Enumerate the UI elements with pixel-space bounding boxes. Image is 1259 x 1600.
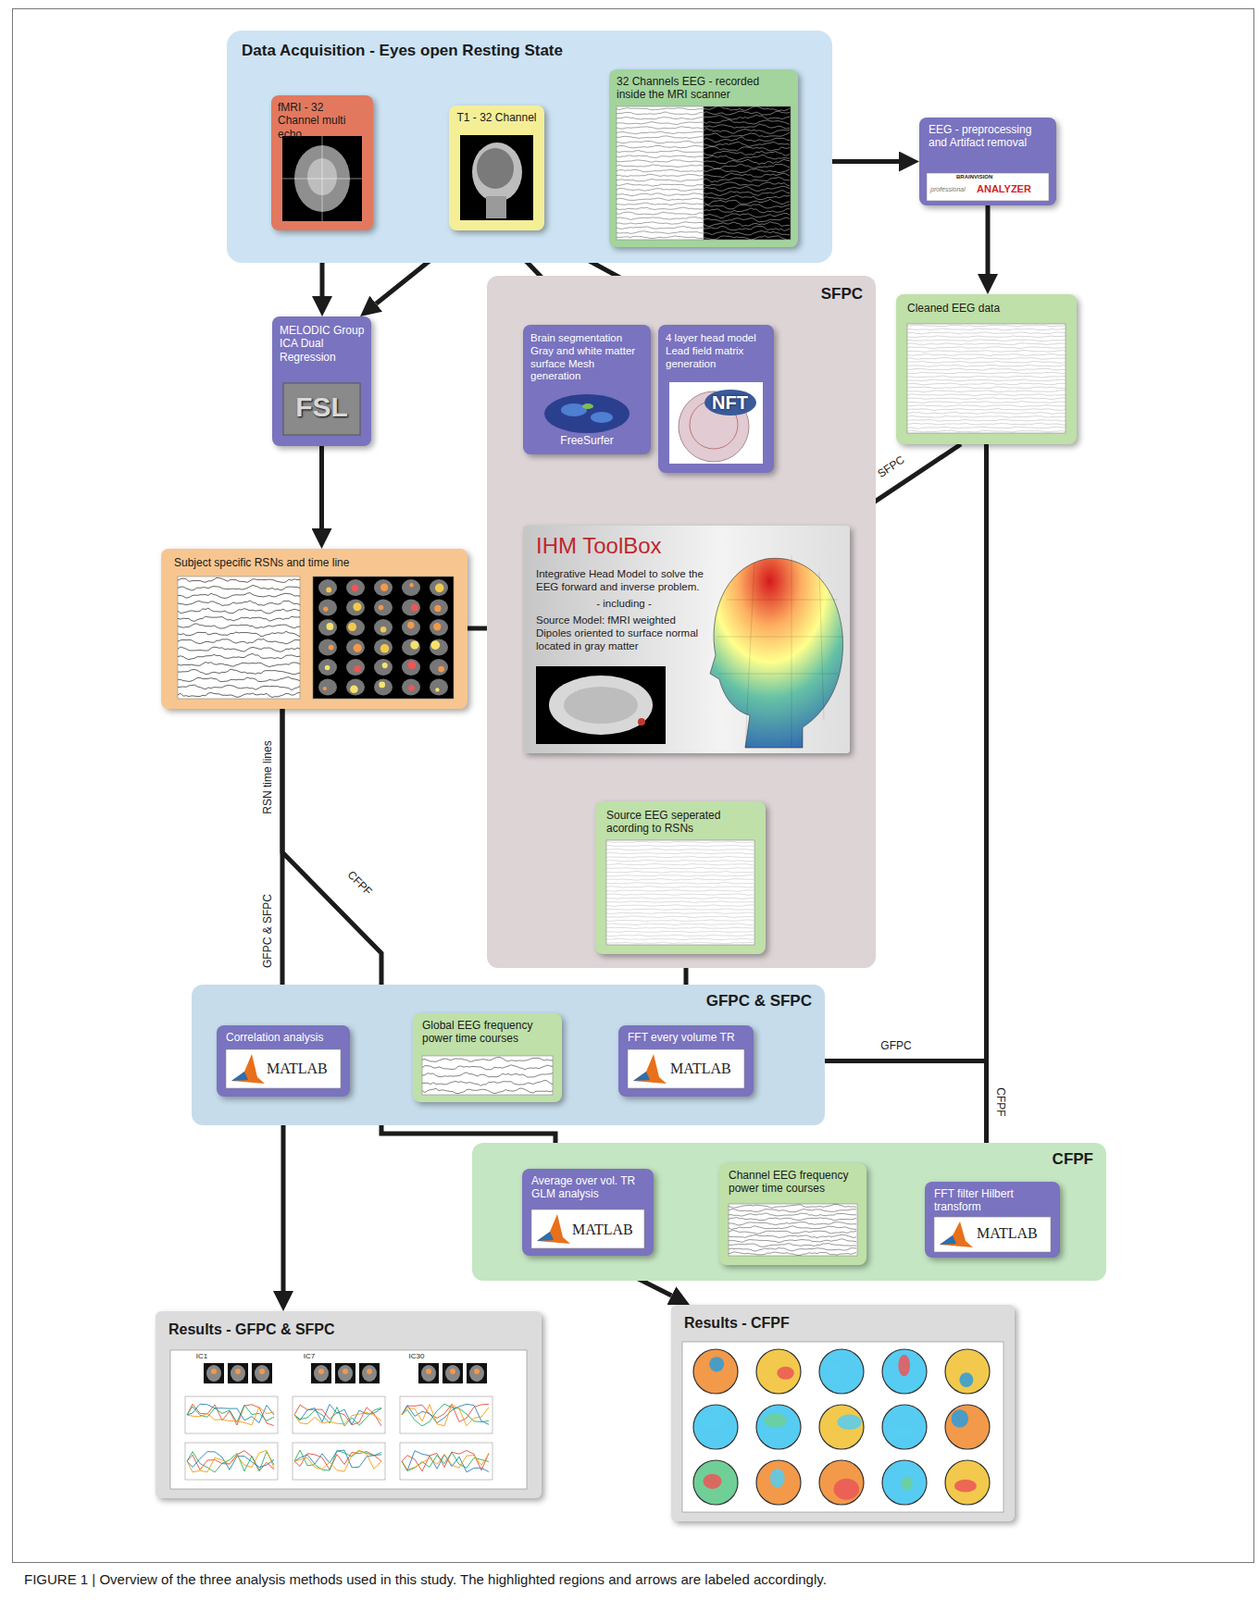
logo-text: MATLAB: [572, 1221, 634, 1239]
logo-text: NFT: [711, 391, 748, 414]
logo-text: Source Model: fMRI weighted Dipoles orie…: [536, 614, 712, 653]
power-course-box: Channel EEG frequency power time courses: [719, 1163, 867, 1266]
results-panel: Results - GFPC & SFPC: [155, 1311, 542, 1499]
box-label: EEG - preprocessing and Artifact removal: [928, 123, 1049, 150]
box-label: Results - CFPF: [684, 1314, 790, 1333]
power-course-box: Global EEG frequency power time courses: [412, 1013, 562, 1103]
connector-label: GFPC: [880, 1040, 911, 1054]
component-label: IC1: [196, 1352, 208, 1361]
figure-caption: FIGURE 1 | Overview of the three analysi…: [24, 1571, 1237, 1589]
logo-text: - including -: [536, 598, 712, 611]
matlab-box: FFT filter Hilbert transformMATLAB: [924, 1182, 1060, 1259]
preprocessing-box: EEG - preprocessing and Artifact removal…: [919, 117, 1057, 206]
cleaned-eeg-box: Cleaned EEG data: [896, 294, 1077, 445]
logo-text: FSL: [283, 390, 361, 424]
fmri-box: fMRI - 32 Channel multi echo: [271, 95, 374, 231]
box-label: Brain segmentation Gray and white matter…: [530, 332, 646, 384]
connector-label: CFPF: [993, 1087, 1007, 1117]
box-label: Cleaned EEG data: [907, 301, 1000, 315]
gfpc-sfpc-band: GFPC & SFPC Correlation analysisMATLAB Glo…: [191, 984, 825, 1126]
node-illustration: [161, 548, 468, 710]
node-illustration: [896, 294, 1077, 445]
source-eeg-box: Source EEG seperated acording to RSNs: [595, 801, 766, 955]
connector-label: CFPF: [344, 869, 374, 899]
box-label: 32 Channels EEG - recorded inside the MR…: [616, 74, 791, 102]
box-label: FFT filter Hilbert transform: [934, 1187, 1051, 1215]
box-label: MELODIC Group ICA Dual Regression: [279, 324, 366, 364]
box-label: Average over vol. TR GLM analysis: [531, 1174, 647, 1202]
component-label: IC7: [303, 1352, 315, 1361]
flow-arrow: [319, 446, 325, 529]
cfpf-band: CFPF Average over vol. TR GLM analysisMAT…: [472, 1143, 1107, 1282]
box-label: 4 layer head model Lead field matrix gen…: [665, 332, 768, 371]
flow-arrow: [984, 444, 989, 1162]
t1-box: T1 - 32 Channel: [448, 105, 545, 231]
box-label: GFPC & SFPC: [706, 992, 812, 1011]
component-label: IC30: [409, 1352, 425, 1361]
logo-text: MATLAB: [266, 1059, 328, 1078]
raw-eeg-box: 32 Channels EEG - recorded inside the MR…: [609, 69, 798, 248]
results-panel: Results - CFPF: [671, 1305, 1015, 1522]
logo-text: professional: [930, 186, 966, 194]
box-label: Source EEG seperated acording to RSNs: [606, 809, 755, 836]
box-label: Global EEG frequency power time courses: [422, 1019, 553, 1047]
logo-text: Integrative Head Model to solve the EEG …: [536, 568, 712, 595]
logo-text: MATLAB: [976, 1224, 1038, 1243]
matlab-box: Average over vol. TR GLM analysisMATLAB: [522, 1169, 654, 1257]
node-illustration: [671, 1305, 1015, 1522]
acquisition-region: Data Acquisition - Eyes open Resting Sta…: [226, 30, 833, 263]
node-illustration: [448, 105, 545, 231]
ihm-panel: IHM ToolBoxIntegrative Head Model to sol…: [523, 525, 850, 754]
rsn-box: Subject specific RSNs and time line: [161, 548, 468, 710]
box-label: Results - GFPC & SFPC: [168, 1321, 336, 1339]
box-label: Channel EEG frequency power time courses: [728, 1169, 858, 1197]
flow-arrow: [281, 1096, 287, 1292]
connector-label: RSN time lines: [261, 740, 275, 814]
matlab-box: FFT every volume TR MATLAB: [618, 1025, 754, 1097]
box-label: CFPF: [1052, 1150, 1094, 1170]
logo-text: BRAINVISION: [956, 174, 993, 181]
box-label: SFPC: [821, 285, 863, 304]
node-illustration: [523, 525, 850, 754]
melodic-box: MELODIC Group ICA Dual RegressionFSL: [272, 316, 372, 447]
connector-label: GFPC & SFPC: [261, 894, 275, 969]
box-label: Data Acquisition - Eyes open Resting Sta…: [241, 41, 563, 61]
matlab-box: Correlation analysisMATLAB: [216, 1025, 350, 1097]
box-label: IHM ToolBox: [536, 533, 662, 561]
box-label: FFT every volume TR: [627, 1031, 736, 1045]
sfpc-region: SFPC Brain segmentation Gray and white ma…: [486, 275, 876, 969]
head-model-box: 4 layer head model Lead field matrix gen…: [658, 324, 774, 474]
logo-text: FreeSurfer: [523, 434, 651, 448]
connector-label: SFPC: [875, 453, 908, 481]
box-label: Subject specific RSNs and time line: [174, 556, 350, 570]
box-label: T1 - 32 Channel: [454, 111, 539, 125]
box-label: Correlation analysis: [225, 1031, 324, 1045]
flow-arrow: [985, 205, 991, 275]
logo-text: MATLAB: [670, 1059, 732, 1078]
node-illustration: [155, 1311, 542, 1499]
segmentation-box: Brain segmentation Gray and white matter…: [523, 324, 651, 455]
logo-text: ANALYZER: [976, 183, 1032, 196]
box-label: fMRI - 32 Channel multi echo: [277, 100, 367, 141]
